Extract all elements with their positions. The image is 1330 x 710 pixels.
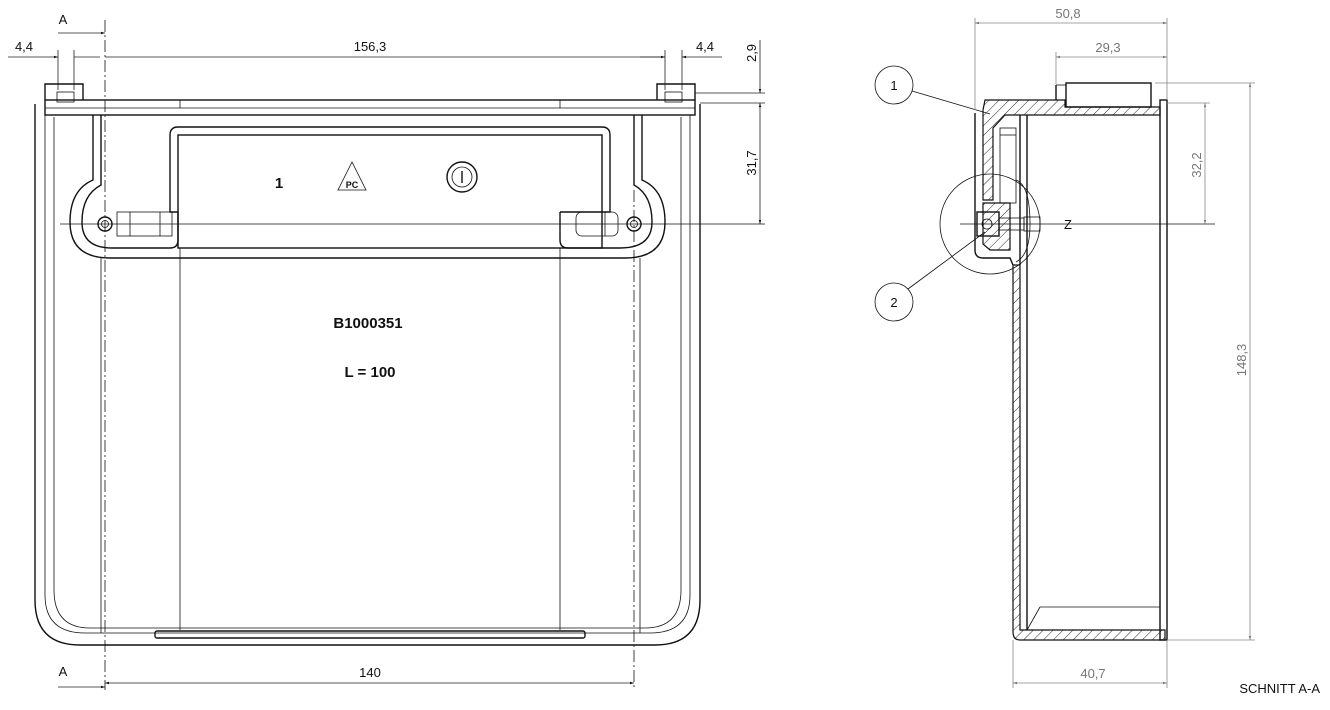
left-wall-section	[1012, 264, 1166, 641]
lid-section	[982, 99, 1161, 201]
callout-2-bubble	[874, 282, 914, 322]
dim-hinge-height: 31,7	[744, 150, 759, 175]
right-tab	[656, 83, 696, 100]
section-marker-top: A	[59, 12, 68, 27]
left-tab	[44, 83, 84, 100]
section-view: Z 1 2 50,8 29,3 32,2 148,3 40,7 SCHNITT …	[874, 6, 1320, 696]
dim-total-height: 148,3	[1234, 344, 1249, 377]
callout-1-bubble	[874, 65, 914, 105]
dim-bottom-depth: 40,7	[1080, 666, 1105, 681]
article-number: B1000351	[333, 315, 402, 332]
lid-tab	[1065, 82, 1152, 108]
callout-1: 1	[890, 78, 897, 93]
dim-tab-height: 2,9	[744, 44, 759, 62]
date-stamp-clock-icon	[446, 161, 478, 193]
section-title: SCHNITT A-A	[1239, 681, 1320, 696]
length-label: L = 100	[344, 364, 395, 381]
dim-left-tab: 4,4	[15, 39, 33, 54]
dim-tab-depth: 29,3	[1095, 40, 1120, 55]
dim-hinge-offset: 32,2	[1189, 152, 1204, 177]
section-marker-bottom: A	[59, 664, 68, 679]
housing-outline	[34, 104, 701, 646]
right-wall-section	[1159, 99, 1168, 641]
front-view: 1 PC B1000351 L = 100 A A 4,4 156,3 4,4	[8, 12, 765, 690]
label-plate	[177, 134, 603, 249]
callout-2: 2	[890, 295, 897, 310]
recycling-pc-logo: PC	[337, 161, 367, 191]
part-number-label: 1	[275, 175, 283, 192]
dim-total-depth: 50,8	[1055, 6, 1080, 21]
dim-overall-width: 156,3	[354, 39, 387, 54]
dim-right-tab: 4,4	[696, 39, 714, 54]
svg-text:PC: PC	[346, 180, 359, 190]
lid-band	[44, 99, 696, 116]
dim-hinge-spacing: 140	[359, 665, 381, 680]
detail-label-z: Z	[1064, 217, 1072, 232]
housing-inner-outline	[44, 115, 691, 634]
hinge-frame	[69, 115, 666, 259]
bottom-slot	[154, 630, 586, 639]
